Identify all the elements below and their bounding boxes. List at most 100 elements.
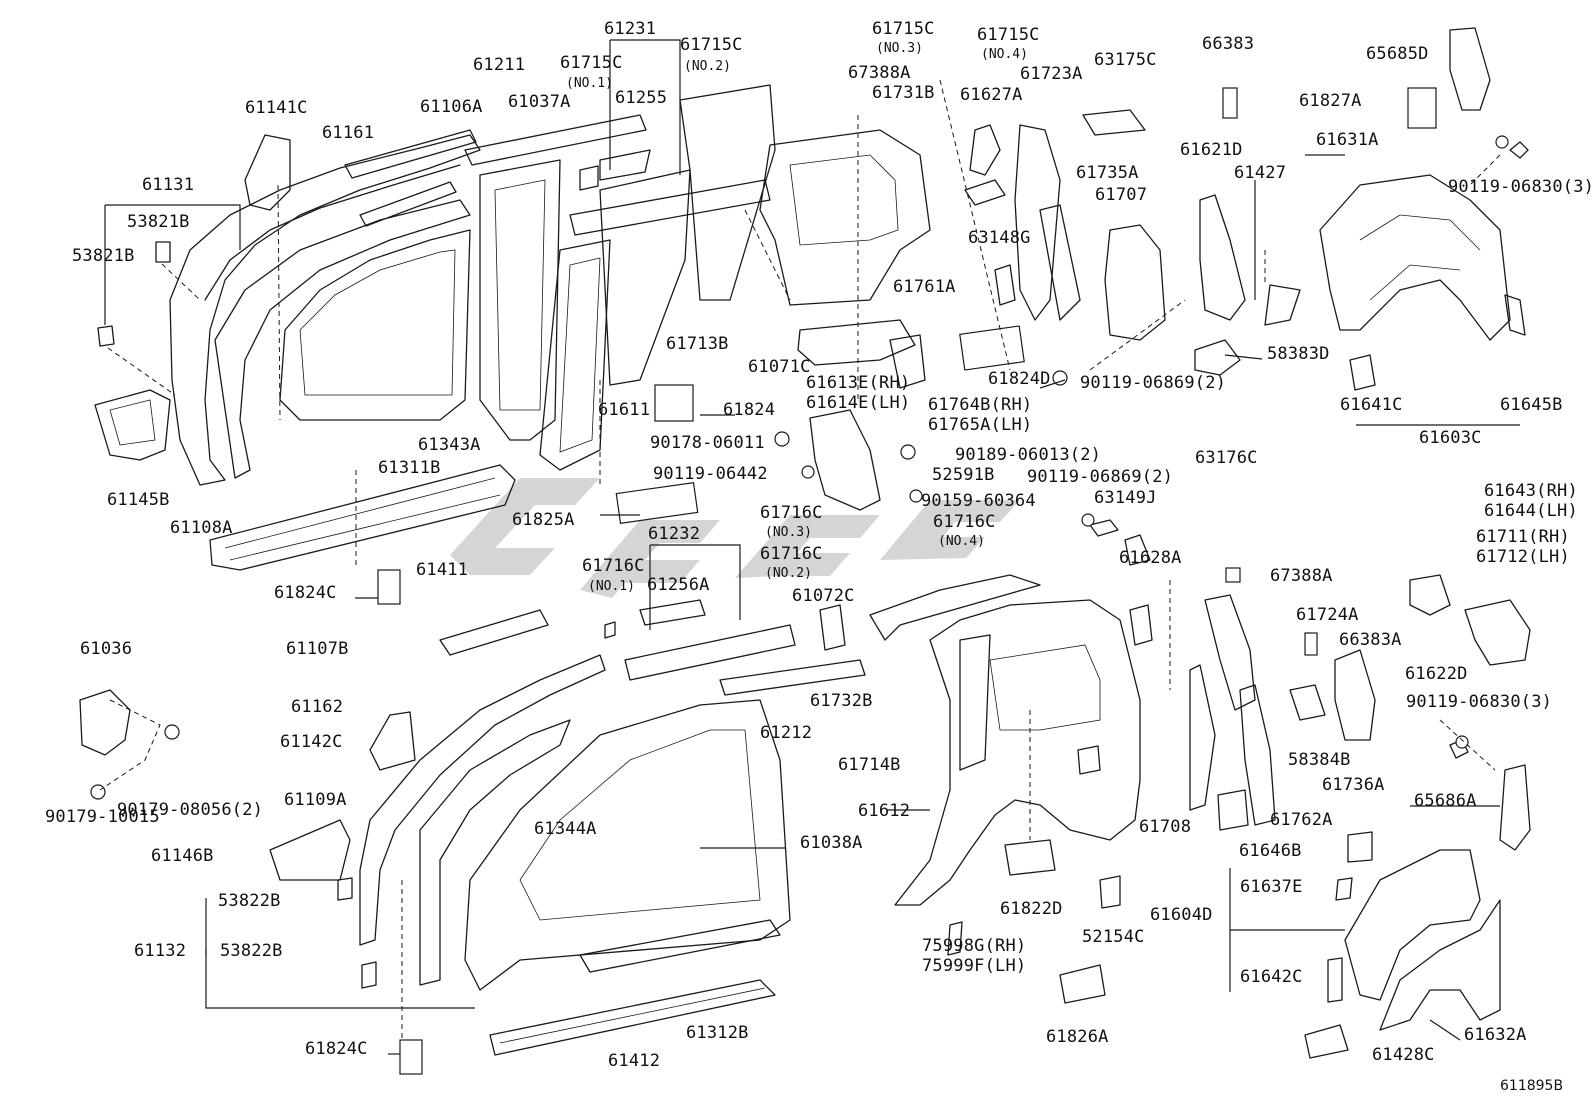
part-number-label: 61109A — [284, 790, 347, 810]
part-number-label: 61712(LH) — [1476, 547, 1570, 567]
part-number-label: 61644(LH) — [1484, 501, 1578, 521]
part-number-label: 61715C — [977, 25, 1040, 45]
part-number-label: 61824D — [988, 369, 1051, 389]
part-number-label: 61716C — [760, 503, 823, 523]
fasteners — [774, 135, 1509, 749]
part-number-label: 61715C — [680, 35, 743, 55]
part-number-label: 61108A — [170, 518, 233, 538]
part-number-label: 61716C — [933, 512, 996, 532]
part-number-label: 75998G(RH) — [922, 936, 1026, 956]
part-number-label: 61765A(LH) — [928, 415, 1032, 435]
part-number-label: 90119-06830(3) — [1448, 177, 1592, 197]
part-number-label: 61038A — [800, 833, 863, 853]
diagram-reference-number: 611895B — [1500, 1078, 1563, 1094]
part-number-label: 90179-08056(2) — [117, 800, 263, 820]
part-number-label: 61037A — [508, 92, 571, 112]
part-number-labels: 61231 61715C (NO.2) 61715C (NO.3) 61715C (NO.4… — [45, 19, 1592, 1071]
part-variant-note: (NO.4) — [981, 47, 1028, 62]
part-number-label: 61631A — [1316, 130, 1379, 150]
part-number-label: 61723A — [1020, 64, 1083, 84]
part-number-label: 61603C — [1419, 428, 1482, 448]
part-number-label: 61822D — [1000, 899, 1063, 919]
part-number-label: 61072C — [792, 586, 855, 606]
quarter-panel-outer-assembly — [869, 519, 1531, 1059]
part-number-label: 61715C — [872, 19, 935, 39]
part-number-label: 61762A — [1270, 810, 1333, 830]
part-number-label: 61613E(RH) — [806, 373, 910, 393]
part-number-label: 61824 — [723, 400, 775, 420]
part-number-label: 66383A — [1339, 630, 1402, 650]
part-number-label: 61824C — [274, 583, 337, 603]
dashed-leaders — [99, 79, 1501, 1038]
part-number-label: 61735A — [1076, 163, 1139, 183]
part-number-label: 61162 — [291, 697, 343, 717]
part-variant-note: (NO.1) — [588, 579, 635, 594]
part-number-label: 61715C — [560, 53, 623, 73]
part-number-label: 61824C — [305, 1039, 368, 1059]
part-number-label: 61714B — [838, 755, 901, 775]
part-number-label: 61311B — [378, 458, 441, 478]
part-number-label: 61736A — [1322, 775, 1385, 795]
part-number-label: 65686A — [1414, 791, 1477, 811]
part-number-label: 61643(RH) — [1484, 481, 1578, 501]
part-number-label: 61614E(LH) — [806, 393, 910, 413]
part-number-label: 61145B — [107, 490, 170, 510]
part-number-label: 61713B — [666, 334, 729, 354]
part-number-label: 61427 — [1234, 163, 1286, 183]
part-number-label: 61604D — [1150, 905, 1213, 925]
part-number-label: 52154C — [1082, 927, 1145, 947]
part-number-label: 61132 — [134, 941, 186, 961]
part-number-label: 61628A — [1119, 548, 1182, 568]
part-number-label: 61212 — [760, 723, 812, 743]
part-number-label: 61146B — [151, 846, 214, 866]
part-number-label: 61761A — [893, 277, 956, 297]
part-number-label: 61764B(RH) — [928, 395, 1032, 415]
part-number-label: 61642C — [1240, 967, 1303, 987]
part-number-label: 61645B — [1500, 395, 1563, 415]
part-number-label: 90119-06869(2) — [1080, 373, 1226, 393]
part-number-label: 61412 — [608, 1051, 660, 1071]
part-number-label: 63149J — [1094, 488, 1157, 508]
part-number-label: 61161 — [322, 123, 374, 143]
part-number-label: 90119-06869(2) — [1027, 467, 1173, 487]
part-number-label: 61716C — [582, 556, 645, 576]
part-number-label: 61142C — [280, 732, 343, 752]
part-number-label: 61827A — [1299, 91, 1362, 111]
part-number-label: 65685D — [1366, 44, 1429, 64]
part-number-label: 61632A — [1464, 1025, 1527, 1045]
part-number-label: 90189-06013(2) — [955, 445, 1101, 465]
part-number-label: 61141C — [245, 98, 308, 118]
part-number-label: 61711(RH) — [1476, 527, 1570, 547]
part-number-label: 61344A — [534, 819, 597, 839]
part-number-label: 63176C — [1195, 448, 1258, 468]
part-number-label: 66383 — [1202, 34, 1254, 54]
part-number-label: 53821B — [72, 246, 135, 266]
part-number-label: 90178-06011 — [650, 433, 765, 453]
part-number-label: 61707 — [1095, 185, 1147, 205]
part-number-label: 61708 — [1139, 817, 1191, 837]
part-number-label: 61107B — [286, 639, 349, 659]
part-variant-note: (NO.2) — [684, 59, 731, 74]
part-number-label: 61627A — [960, 85, 1023, 105]
part-number-label: 53822B — [220, 941, 283, 961]
leader-lines — [104, 39, 1520, 1055]
part-number-label: 90159-60364 — [921, 491, 1036, 511]
part-number-label: 58384B — [1288, 750, 1351, 770]
part-number-label: 53821B — [127, 212, 190, 232]
part-number-label: 61611 — [598, 400, 650, 420]
part-number-label: 61641C — [1340, 395, 1403, 415]
part-variant-note: (NO.3) — [876, 41, 923, 56]
part-number-label: 67388A — [848, 63, 911, 83]
part-number-label: 67388A — [1270, 566, 1333, 586]
side-panel-lower-assembly — [79, 599, 866, 1075]
part-number-label: 61637E — [1240, 877, 1303, 897]
part-number-label: 61232 — [648, 524, 700, 544]
part-number-label: 61716C — [760, 544, 823, 564]
part-number-label: 61256A — [647, 575, 710, 595]
part-number-label: 61231 — [604, 19, 656, 39]
part-number-label: 63175C — [1094, 50, 1157, 70]
part-number-label: 61622D — [1405, 664, 1468, 684]
part-number-label: 61343A — [418, 435, 481, 455]
part-number-label: 61071C — [748, 357, 811, 377]
part-number-label: 61612 — [858, 801, 910, 821]
